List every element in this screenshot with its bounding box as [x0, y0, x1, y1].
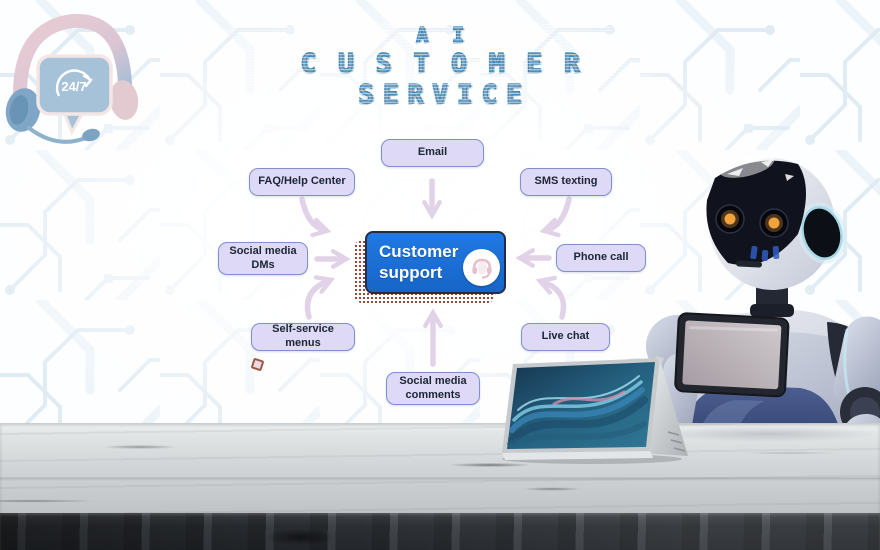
title-line-customer: CUSTOMER: [300, 48, 602, 79]
channel-label: SMS texting: [534, 175, 598, 188]
channel-label: Self-service menus: [272, 323, 334, 349]
arrow-faq-to-center: [299, 196, 332, 238]
badge-24-7-label: 24/7: [61, 79, 86, 94]
channel-label: Social media comments: [399, 374, 467, 401]
mic-boom: [27, 126, 90, 144]
channel-live-chat: Live chat: [521, 323, 610, 351]
right-ear-cup: [109, 80, 139, 120]
channel-label: Live chat: [541, 330, 590, 343]
arrow-livechat-to-center: [535, 275, 567, 320]
laptop-illustration: [502, 356, 688, 464]
robot-shadow-on-desk: [655, 426, 880, 442]
channel-faq-help-center: FAQ/Help Center: [249, 168, 355, 196]
channel-label: Phone call: [573, 251, 629, 264]
left-eye-pupil: [724, 213, 736, 225]
laptop-hinge: [655, 356, 664, 365]
channel-self-service-menus: Self-service menus: [251, 323, 355, 351]
title-line-service: SERVICE: [358, 79, 531, 110]
headset-icon: [463, 249, 500, 286]
mic-capsule: [82, 128, 100, 142]
channel-sms-texting: SMS texting: [520, 168, 612, 196]
desk-front-edge: [0, 513, 880, 550]
arrow-selfservice-to-center: [304, 275, 336, 320]
title-line-ai: AI: [415, 22, 489, 47]
laptop-vents: [667, 431, 686, 452]
headset-24-7-badge: 24/7: [5, 13, 139, 144]
laptop-base-lip: [502, 451, 653, 460]
refresh-arrow-icon: [55, 69, 92, 97]
channel-email: Email: [381, 139, 484, 167]
robot-mouth: [736, 260, 762, 268]
speech-bubble-screen: [36, 54, 113, 116]
desk-top: [0, 423, 880, 513]
channel-phone-call: Phone call: [556, 244, 646, 272]
tablet-screen: [682, 320, 782, 390]
neck-base: [750, 304, 794, 317]
refresh-arrowhead: [82, 74, 93, 88]
ear-outer-ring: [797, 202, 847, 264]
headband: [13, 13, 132, 101]
arrow-sms-to-center: [539, 196, 572, 238]
left-ear-cup-inner: [9, 95, 29, 125]
robot-chest-tablet: [674, 312, 790, 398]
channel-label: Social media DMs: [229, 244, 297, 271]
robot-visor: [706, 160, 806, 266]
robot-ear: [801, 206, 843, 260]
right-eye-pupil: [768, 217, 780, 229]
channel-social-media-dms: Social media DMs: [218, 242, 308, 275]
customer-support-node: Customer support: [365, 231, 506, 294]
page-title: AI CUSTOMER SERVICE: [230, 22, 650, 111]
visor-lights: [750, 245, 780, 262]
tablet-reflection: [688, 326, 778, 332]
head-highlight: [719, 154, 775, 178]
channel-social-media-comments: Social media comments: [386, 372, 480, 405]
customer-support-label: Customer support: [379, 242, 459, 282]
channel-label: FAQ/Help Center: [258, 175, 346, 188]
channel-label: Email: [417, 146, 448, 159]
wallpaper-swirls: [507, 375, 648, 447]
